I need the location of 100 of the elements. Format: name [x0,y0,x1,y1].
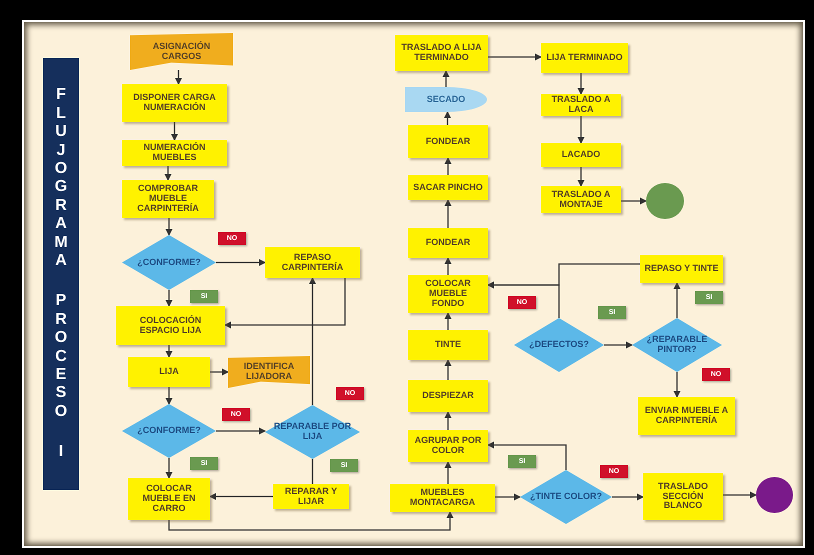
arrow [495,494,521,500]
terminal-shape [405,87,487,112]
process-box [122,140,227,166]
arrow [444,411,452,430]
arrow [578,167,584,187]
node-text: COMPROBAR MUEBLE CARPINTERÍA [136,184,200,214]
process-box [116,306,225,345]
arrow [309,277,316,405]
arrow [487,263,640,288]
arrow [444,111,451,125]
arrow [723,492,757,498]
arrow [224,278,346,328]
process-box [408,330,488,360]
node-text: IDENTIFICA LIJADORA [242,362,296,382]
decision-diamond [632,318,722,372]
arrow [166,218,172,236]
arrow [578,116,584,144]
arrow [487,442,567,470]
process-box [541,94,621,116]
arrow [444,359,452,380]
arrow [175,70,182,85]
node-text: LACADO [560,150,602,160]
node-text: ¿CONFORME? [136,258,202,268]
node-text: ¿REPARABLE PINTOR? [646,335,708,355]
arrow [444,312,452,330]
node-text: TRASLADO A LIJA TERMINADO [400,43,483,63]
arrow [210,368,229,376]
arrow [216,259,266,266]
arrow [216,428,266,434]
node-text: ¿DEFECTOS? [528,340,590,350]
arrow [442,70,450,87]
process-box [408,125,488,158]
process-box [643,473,723,520]
process-box [265,247,360,278]
decision-diamond [122,235,216,290]
process-box [541,143,621,167]
arrow [209,493,273,500]
node-text: ASIGNACIÓN CARGOS [152,42,212,62]
process-box [395,35,488,71]
node-text: REPARAR Y LIJAR [284,486,338,506]
process-box [122,84,227,122]
arrow [578,73,584,95]
arrow [612,494,644,500]
process-box [408,275,488,313]
process-box [638,397,735,435]
process-box [408,175,488,200]
node-text: FONDEAR [424,238,472,248]
arrow [164,166,172,181]
node-text: DESPIEZAR [421,391,475,401]
node-text: SACAR PINCHO [412,182,484,192]
node-text: TINTE [434,340,462,350]
node-text: COLOCACIÓN ESPACIO LIJA [138,316,202,336]
decision-diamond [265,405,360,459]
decision-diamond [514,318,604,372]
process-box [122,180,214,218]
arrow [166,458,172,479]
node-text: TRASLADO A LACA [550,95,612,115]
node-text: ¿CONFORME? [136,426,202,436]
process-box [390,484,495,512]
node-text: ENVIAR MUEBLE A CARPINTERÍA [644,406,730,426]
arrow [444,257,452,275]
arrow [488,54,542,60]
arrow [444,199,452,228]
node-text: TRASLADO A MONTAJE [550,190,612,210]
arrow [621,198,647,204]
process-box [273,484,349,509]
arrow [168,511,454,531]
arrow [674,282,680,318]
arrow [444,461,452,484]
node-text: COLOCAR MUEBLE FONDO [424,279,472,309]
process-box [128,478,210,520]
node-text: TRASLADO SECCIÓN BLANCO [657,482,709,512]
arrow [171,122,178,141]
node-text: AGRUPAR POR COLOR [414,436,482,456]
process-box [408,430,488,462]
node-text: NUMERACIÓN MUEBLES [142,143,206,163]
arrow [674,372,680,398]
arrow [604,342,633,348]
process-box [640,255,723,283]
node-text: MUEBLES MONTACARGA [408,488,476,508]
process-box [128,357,210,387]
arrow [166,345,172,358]
node-text: REPASO Y TINTE [643,264,720,274]
process-box [408,380,488,412]
arrow [166,290,172,307]
node-text: DISPONER CARGA NUMERACIÓN [132,93,217,113]
node-text: LIJA [158,367,180,377]
node-text: COLOCAR MUEBLE EN CARRO [141,484,196,514]
decision-diamond [122,404,216,458]
process-box [541,186,621,213]
node-text: ¿TINTE COLOR? [529,492,603,502]
node-text: FONDEAR [424,136,472,146]
process-box [541,43,628,73]
arrow [166,387,172,405]
process-box [408,228,488,258]
arrow [444,157,452,175]
node-text: REPARABLE POR LIJA [272,422,352,442]
node-text: REPASO CARPINTERÍA [280,252,344,272]
title-banner: FLUJOGRAMA PROCESO I [43,58,79,490]
node-text: LIJA TERMINADO [545,53,624,63]
